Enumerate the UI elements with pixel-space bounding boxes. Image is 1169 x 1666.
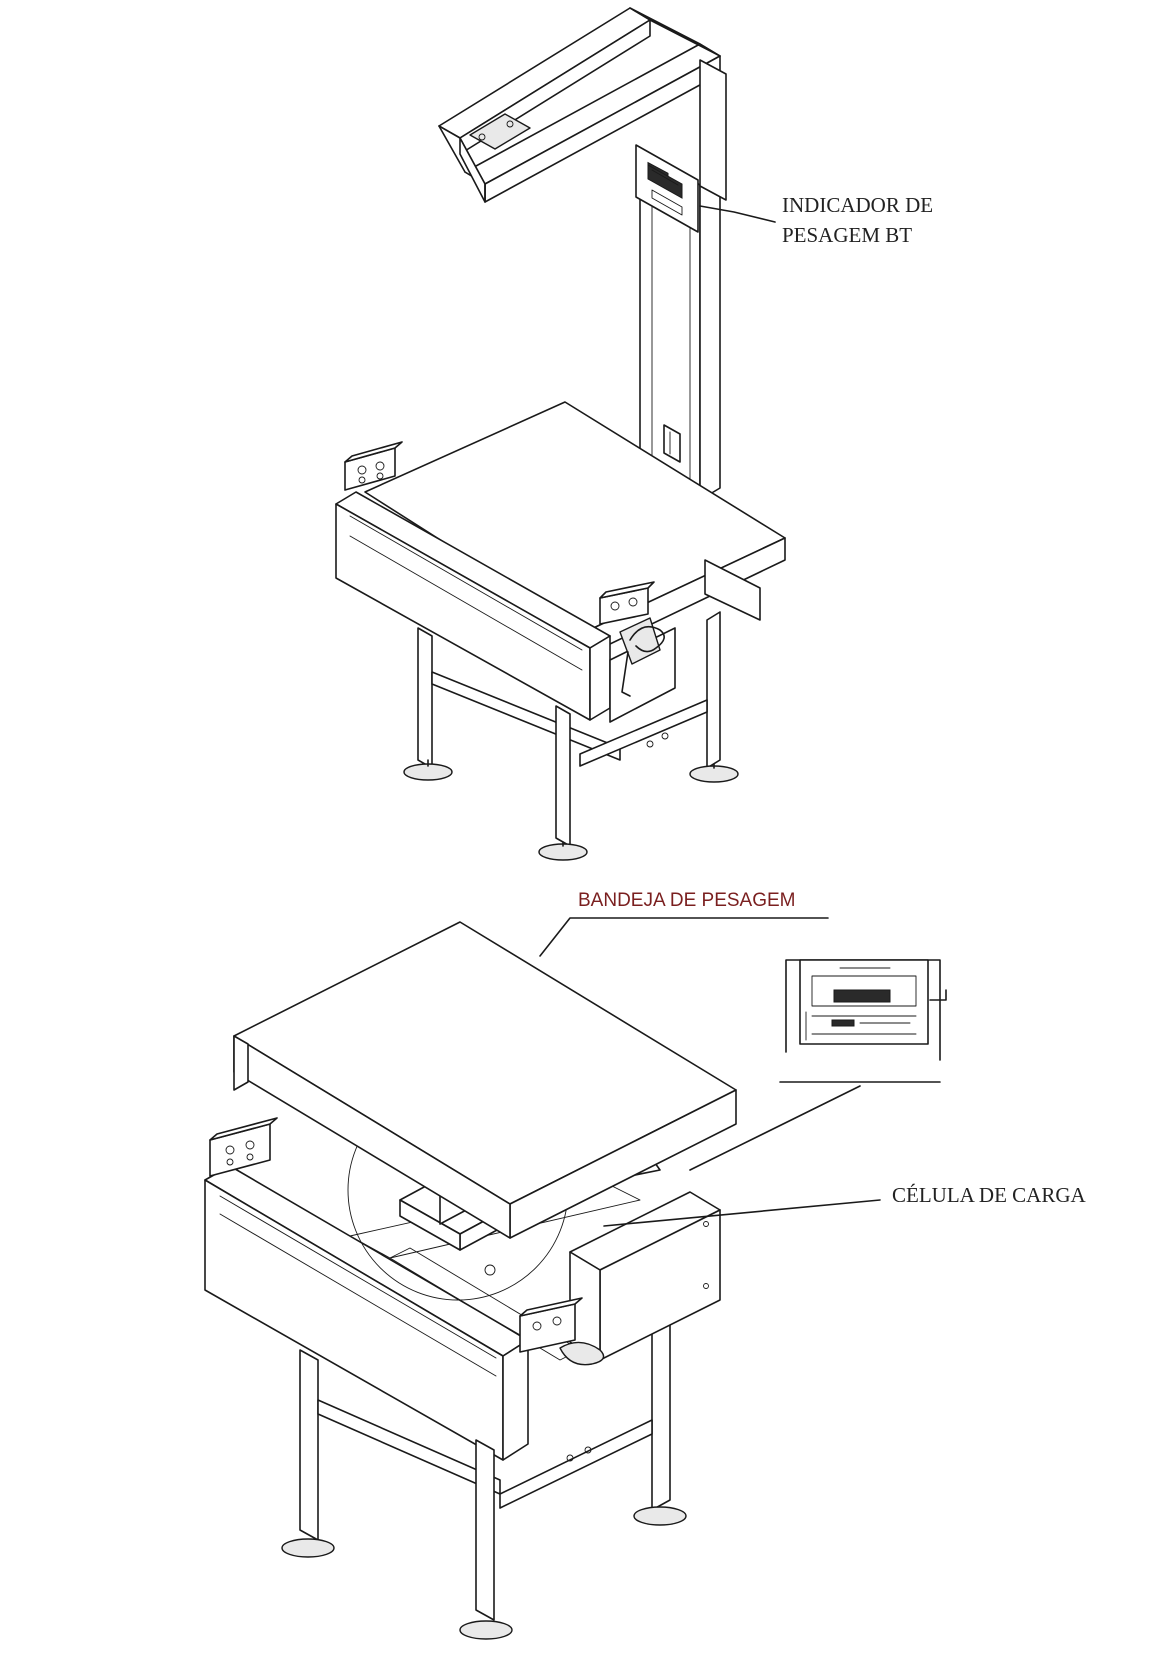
platform-top xyxy=(335,401,786,861)
weighing-indicator xyxy=(635,144,699,233)
column xyxy=(635,59,727,501)
overhead-frame xyxy=(438,7,721,203)
weighing-tray xyxy=(233,921,737,1239)
load-cell-label: CÉLULA DE CARGA xyxy=(892,1183,1087,1207)
indicator-link-line xyxy=(689,1085,861,1171)
tray-label: BANDEJA DE PESAGEM xyxy=(578,890,796,911)
tray-leader-line xyxy=(539,917,829,957)
indicator-leader-line xyxy=(699,205,776,223)
junction-box xyxy=(559,1191,721,1366)
indicator-panel xyxy=(779,959,947,1083)
bottom-assembly xyxy=(204,917,947,1640)
indicator-label-line1: INDICADOR DE xyxy=(782,193,933,217)
top-assembly xyxy=(335,7,786,861)
load-cell-leader-line xyxy=(603,1199,881,1227)
indicator-label-line2: PESAGEM BT xyxy=(782,223,912,247)
